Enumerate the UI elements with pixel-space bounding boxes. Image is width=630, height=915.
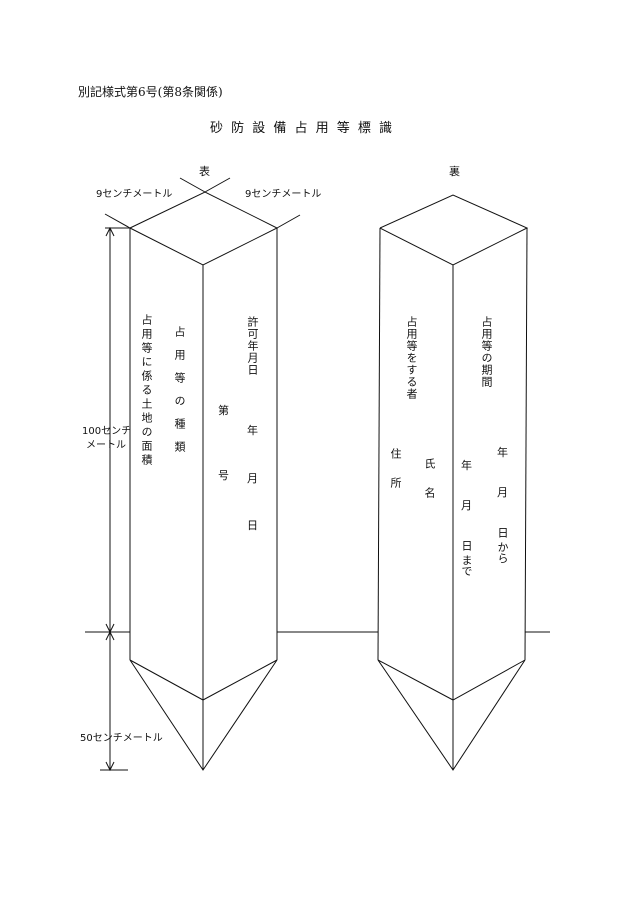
height-label-above: 100センチ (82, 426, 132, 437)
page-title: 砂 防 設 備 占 用 等 標 識 (210, 121, 395, 136)
to-month: 月 (461, 499, 472, 512)
from-month: 月 (497, 486, 508, 499)
front-post (104, 177, 301, 771)
number-prefix: 第 (218, 404, 229, 417)
permit-date-label: 許可年月日 (246, 316, 259, 376)
permit-year: 年 (247, 424, 258, 437)
back-label: 裏 (449, 165, 460, 178)
type-label: 占用等の種類 (173, 326, 186, 464)
occupant-label: 占用等をする者 (405, 316, 418, 400)
form-number: 別記様式第6号(第8条関係) (78, 85, 223, 99)
area-label: 占用等に係る土地の面積 (140, 314, 153, 468)
permit-month: 月 (247, 472, 258, 485)
back-post (377, 194, 529, 771)
height-label-below: 50センチメートル (80, 733, 163, 744)
width-label-right: 9センチメートル (245, 189, 322, 200)
dimension-lines (100, 226, 130, 772)
to-day: 日 まで (460, 540, 473, 577)
to-year: 年 (461, 459, 472, 472)
from-year: 年 (497, 446, 508, 459)
from-day: 日 から (496, 527, 509, 564)
name-label: 氏名 (423, 458, 436, 516)
front-label: 表 (199, 165, 210, 178)
height-label-above-2: メートル (86, 440, 126, 451)
address-label: 住所 (389, 448, 402, 506)
period-label: 占用等の期間 (480, 316, 493, 388)
permit-day: 日 (247, 519, 258, 532)
width-label-left: 9センチメートル (96, 189, 173, 200)
number-suffix: 号 (218, 469, 229, 482)
